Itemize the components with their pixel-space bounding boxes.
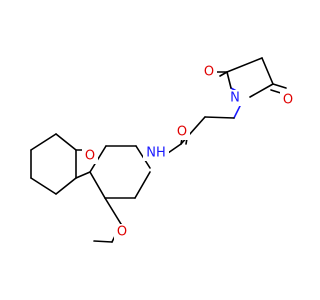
oxygen-label-methoxy: O bbox=[117, 225, 127, 240]
structure-svg: N O O O NH O O bbox=[30, 57, 296, 243]
nitrogen-label-imide: N bbox=[230, 91, 240, 106]
oxygen-label-furan: O bbox=[85, 149, 95, 164]
nh-label: NH bbox=[146, 146, 166, 161]
oxygen-label-ring-right: O bbox=[283, 93, 293, 108]
molecule-diagram: N O O O NH O O bbox=[30, 57, 296, 243]
atom-labels: N O O O NH O O bbox=[82, 64, 296, 240]
oxygen-label-ring-left: O bbox=[204, 65, 214, 80]
oxygen-label-amide: O bbox=[177, 125, 187, 140]
succinimide-ring bbox=[215, 57, 287, 98]
